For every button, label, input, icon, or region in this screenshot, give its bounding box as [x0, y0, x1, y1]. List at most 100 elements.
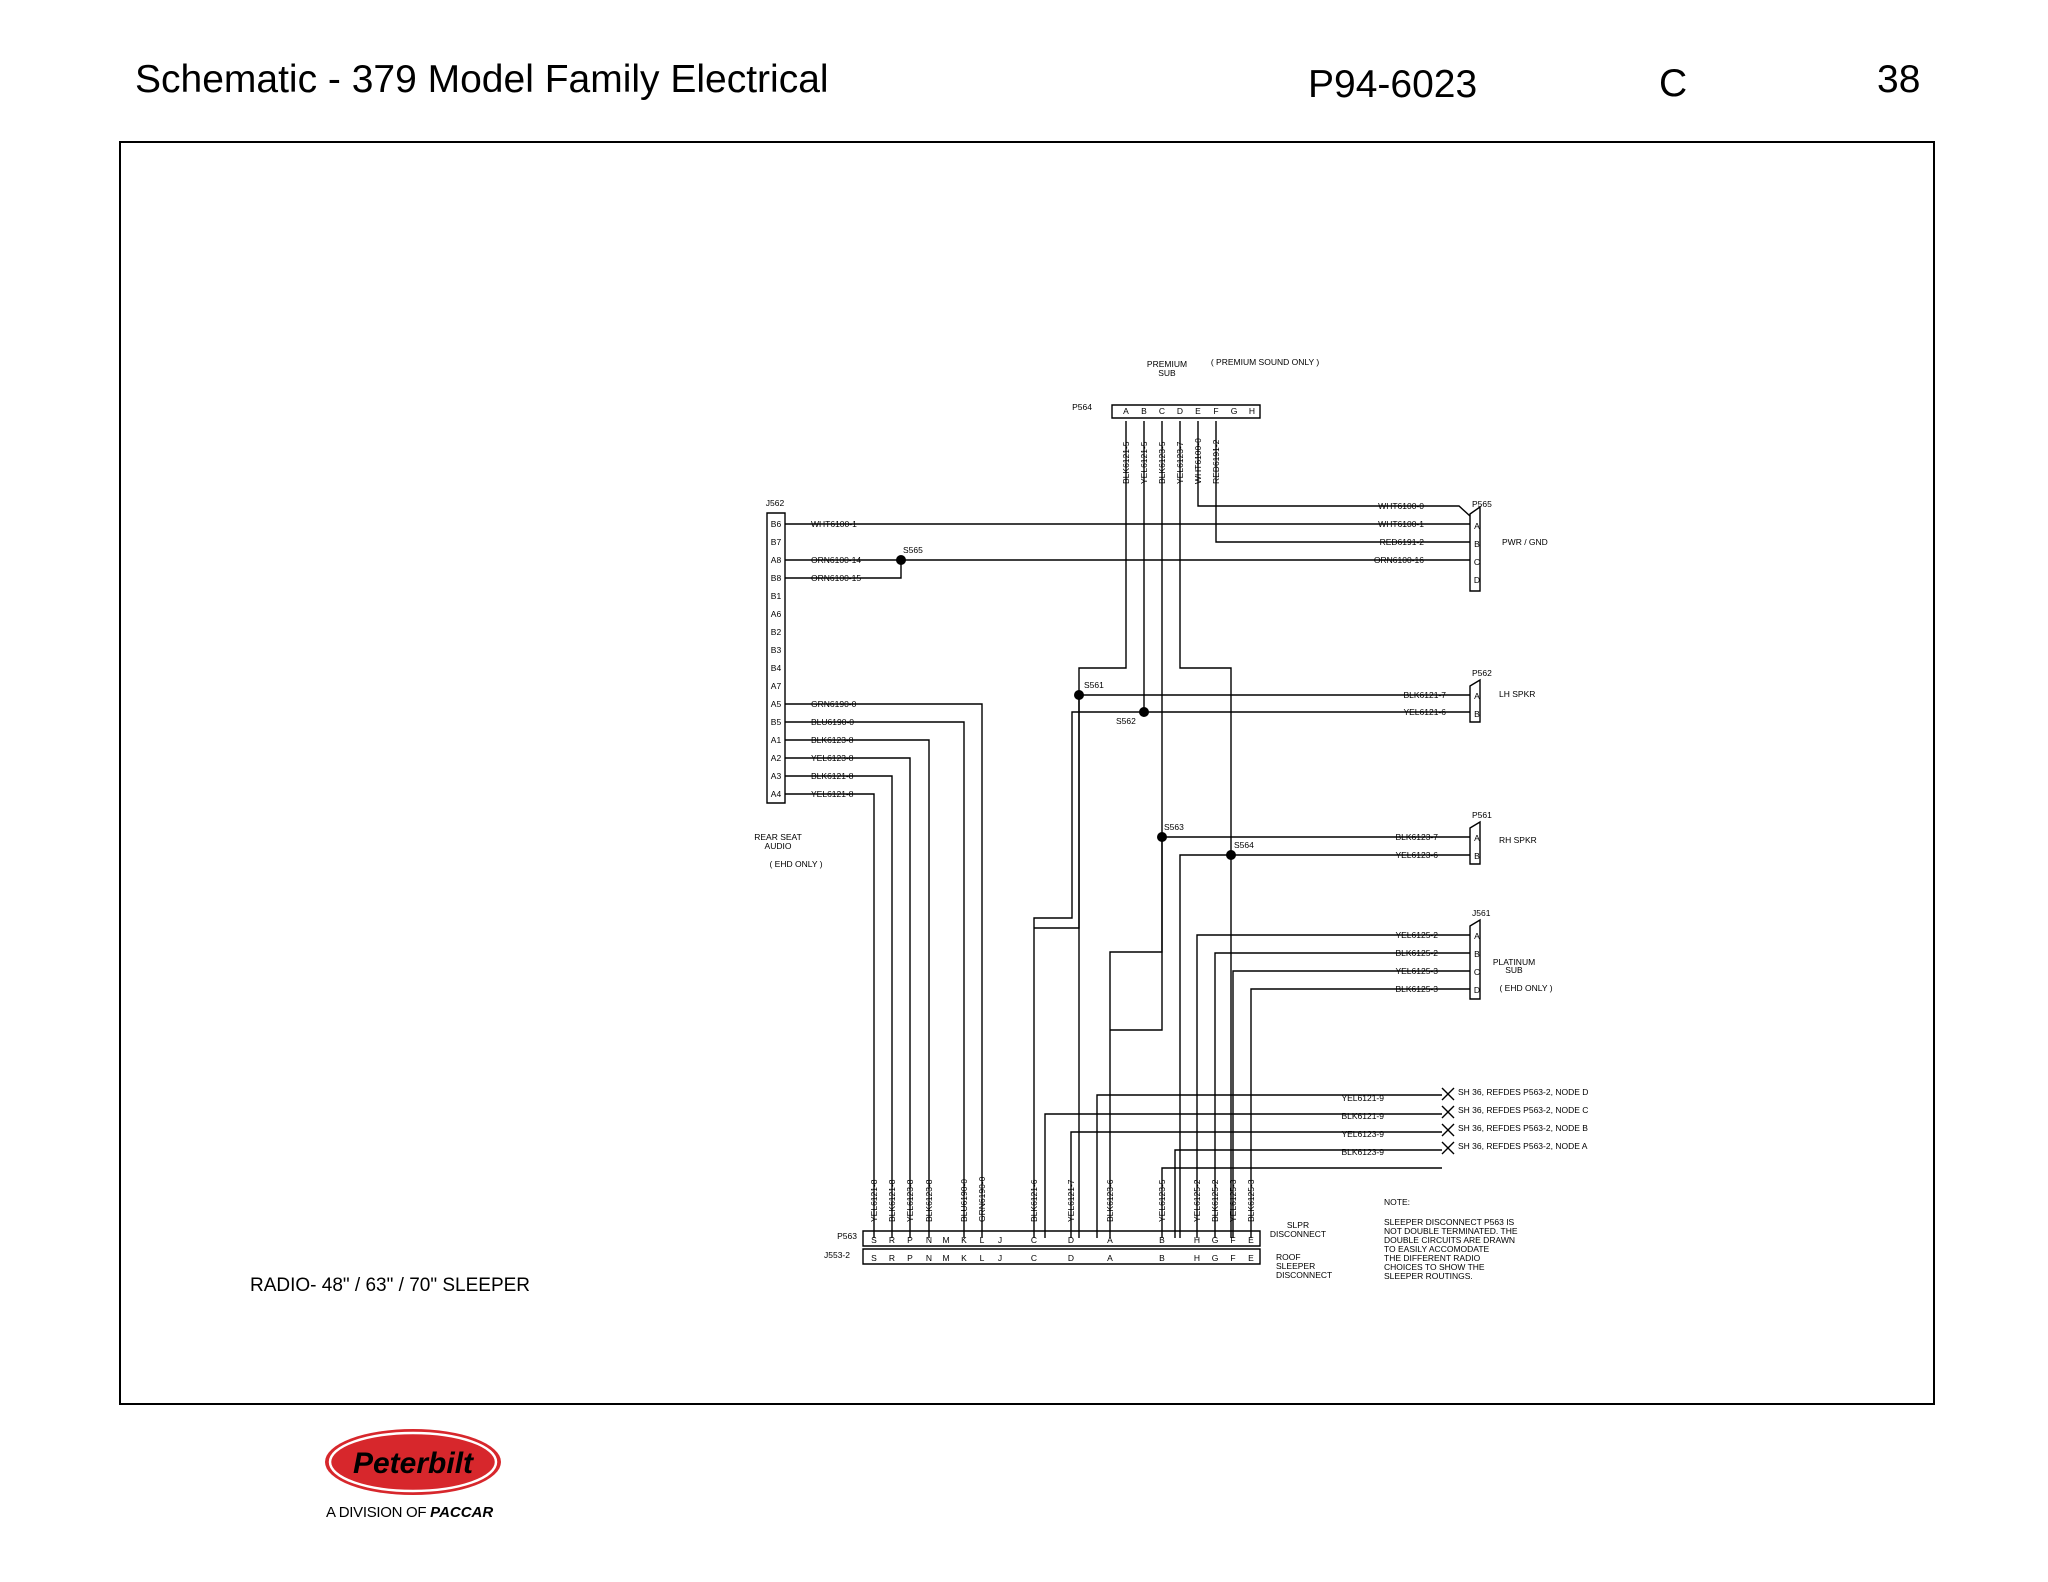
node-break-marks	[1441, 1087, 1455, 1155]
j553-pin: B	[1159, 1253, 1165, 1263]
wire-yel6121-9	[1044, 1113, 1442, 1238]
p564-pin: F	[1213, 406, 1218, 416]
j562-wire-label: ORN6100-15	[811, 573, 861, 583]
p563-pin: S	[871, 1235, 877, 1245]
j562-pin: B6	[771, 519, 782, 529]
logo-oval	[325, 1429, 501, 1495]
p565-pin: C	[1474, 557, 1480, 567]
j561-wire-label: BLK6125-2	[1395, 948, 1438, 958]
slpr-disconnect-2: DISCONNECT	[1270, 1229, 1326, 1239]
p562-body	[1469, 678, 1481, 723]
p561-body	[1469, 820, 1481, 865]
wire-blk6123-9-b	[1096, 1094, 1442, 1238]
j562-body	[766, 512, 786, 804]
splice-s564	[1226, 850, 1236, 860]
p563-pin: R	[889, 1235, 895, 1245]
p563-pin: J	[998, 1235, 1002, 1245]
roof-sleeper-3: DISCONNECT	[1276, 1270, 1332, 1280]
p564-pin: B	[1141, 406, 1147, 416]
j562-pin: B3	[771, 645, 782, 655]
division-tagline: A DIVISION OF PACCAR	[326, 1504, 493, 1521]
p562-pin: A	[1474, 691, 1480, 701]
p564-wire-label: BLK6121-5	[1121, 441, 1131, 484]
premium-sub-label-2: SUB	[1158, 368, 1176, 378]
wire-blk6125-2	[1214, 952, 1470, 1238]
p565-pin: B	[1474, 539, 1480, 549]
j553-pin: R	[889, 1253, 895, 1263]
rh-spkr-label: RH SPKR	[1499, 835, 1537, 845]
j553-pin: C	[1031, 1253, 1037, 1263]
j562-pin: A6	[771, 609, 782, 619]
p563-pin: B	[1159, 1235, 1165, 1245]
j553-pin: L	[980, 1253, 985, 1263]
p563-pin: M	[942, 1235, 949, 1245]
p563-pin: L	[980, 1235, 985, 1245]
j561-pin: B	[1474, 949, 1480, 959]
j553-pin: P	[907, 1253, 913, 1263]
p563-wire-label: YEL6121-8	[869, 1179, 879, 1222]
p565-wire-label: WHT6100-1	[1378, 519, 1424, 529]
j561-wire-label: BLK6125-3	[1395, 984, 1438, 994]
j562-wire-label: BLK6123-8	[811, 735, 854, 745]
p563-pin: K	[961, 1235, 967, 1245]
j553-pin: M	[942, 1253, 949, 1263]
roof-sleeper-1: ROOF	[1276, 1252, 1301, 1262]
j561-pin: A	[1474, 931, 1480, 941]
j562-wire-label: YEL6123-8	[811, 753, 854, 763]
p564-pin: D	[1177, 406, 1183, 416]
p563-wire-label: BLK6123-8	[924, 1179, 934, 1222]
roof-sleeper-2: SLEEPER	[1276, 1261, 1315, 1271]
p563-wire-label: BLK6125-2	[1210, 1179, 1220, 1222]
j562-pin: B1	[771, 591, 782, 601]
p564-pin: E	[1195, 406, 1201, 416]
splice-s561	[1074, 690, 1084, 700]
platinum-sub-label-1: PLATINUM	[1493, 957, 1535, 967]
p562-name: P562	[1472, 668, 1492, 678]
p561-pin: A	[1474, 833, 1480, 843]
j553-pin: N	[926, 1253, 932, 1263]
wire-yel6123-8	[785, 757, 911, 1238]
p563-wire-label: BLK6125-3	[1246, 1179, 1256, 1222]
p561-wire-label: YEL6123-6	[1395, 850, 1438, 860]
j562-wire-label: BLU6190-0	[811, 717, 854, 727]
j562-pin: A3	[771, 771, 782, 781]
wire-s561-down	[1034, 695, 1080, 929]
j562-pin: B5	[771, 717, 782, 727]
note-line-3: DOUBLE CIRCUITS ARE DRAWN	[1384, 1235, 1515, 1245]
j562-wire-label: YEL6121-8	[811, 789, 854, 799]
note-line-4: TO EASILY ACCOMODATE	[1384, 1244, 1490, 1254]
note-line-7: SLEEPER ROUTINGS.	[1384, 1271, 1473, 1281]
document-title: Schematic - 379 Model Family Electrical	[135, 58, 829, 101]
sheet-title: RADIO- 48" / 63" / 70" SLEEPER	[250, 1275, 531, 1296]
wire-wht6100-0	[1197, 421, 1416, 507]
p563-pin: F	[1230, 1235, 1235, 1245]
p563-pin: H	[1194, 1235, 1200, 1245]
j561-wire-label: YEL6125-2	[1395, 930, 1438, 940]
p561-name: P561	[1472, 810, 1492, 820]
p561-pin: B	[1474, 851, 1480, 861]
p564-pin: H	[1249, 406, 1255, 416]
p565-pin: D	[1474, 575, 1480, 585]
peterbilt-logo: Peterbilt	[325, 1429, 501, 1495]
j553-pin: F	[1230, 1253, 1235, 1263]
wire-paths	[766, 404, 1481, 1265]
p564-pin: G	[1231, 406, 1238, 416]
j562-pin: A4	[771, 789, 782, 799]
note-line-1: SLEEPER DISCONNECT P563 IS	[1384, 1217, 1515, 1227]
node-reference: SH 36, REFDES P563-2, NODE D	[1458, 1087, 1588, 1097]
note-line-6: CHOICES TO SHOW THE	[1384, 1262, 1485, 1272]
slpr-disconnect-1: SLPR	[1287, 1220, 1309, 1230]
j553-pin: G	[1212, 1253, 1219, 1263]
splice-label-s562: S562	[1116, 716, 1136, 726]
p564-wire-label: WHT6100-0	[1193, 438, 1203, 484]
p564-body	[1111, 404, 1261, 419]
wire-blk6121-5	[1078, 421, 1127, 1238]
splice-dots	[896, 555, 1236, 860]
node-reference: SH 36, REFDES P563-2, NODE B	[1458, 1123, 1588, 1133]
logo-oval-ring	[328, 1431, 498, 1493]
wire-yel6125-2	[1196, 934, 1470, 1238]
j562-pin: A2	[771, 753, 782, 763]
j562-pin: B4	[771, 663, 782, 673]
wire-red6191-2	[1215, 421, 1470, 543]
p563-name: P563	[837, 1231, 857, 1241]
